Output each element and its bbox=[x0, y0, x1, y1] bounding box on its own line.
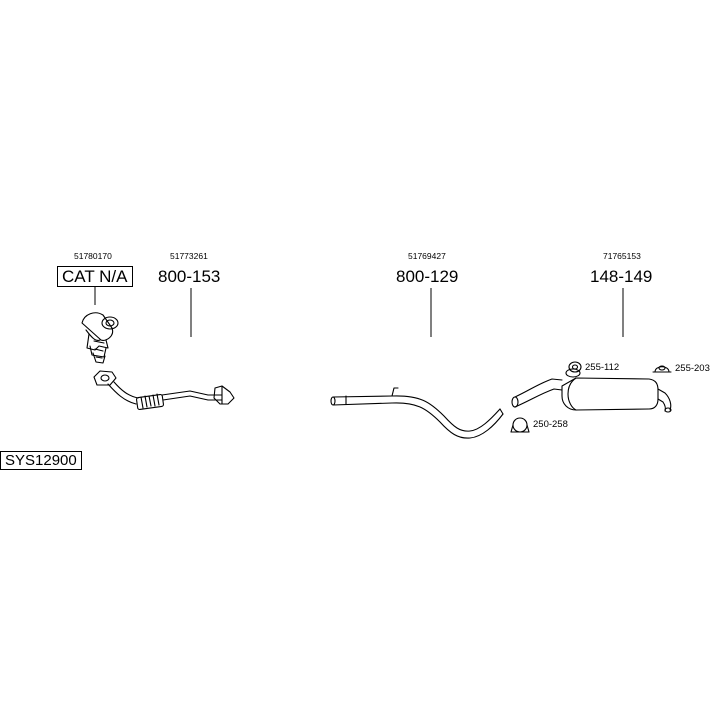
oem-number-middle-pipe: 51769427 bbox=[408, 251, 446, 261]
oem-number-front-pipe: 51773261 bbox=[170, 251, 208, 261]
oem-number-rear-silencer: 71765153 bbox=[603, 251, 641, 261]
part-label-front-pipe[interactable]: 800-153 bbox=[158, 267, 221, 286]
oem-number-catalyst: 51780170 bbox=[74, 251, 112, 261]
leader-lines bbox=[94, 287, 624, 337]
rear-silencer-drawing[interactable] bbox=[511, 368, 672, 413]
part-label-catalyst[interactable]: CAT N/A bbox=[57, 266, 133, 287]
front-pipe-drawing[interactable] bbox=[93, 370, 235, 411]
accessory-label-255-203[interactable]: 255-203 bbox=[675, 363, 710, 374]
accessory-label-255-112[interactable]: 255-112 bbox=[585, 362, 620, 373]
middle-pipe-drawing[interactable] bbox=[330, 387, 504, 439]
clamp-250-258-icon[interactable] bbox=[510, 417, 530, 433]
system-code: SYS12900 bbox=[0, 451, 82, 470]
catalyst-drawing[interactable] bbox=[81, 312, 119, 364]
part-label-middle-pipe[interactable]: 800-129 bbox=[396, 267, 459, 286]
rubber-mount-255-112-icon[interactable] bbox=[568, 361, 582, 373]
rubber-mount-255-203-icon[interactable] bbox=[652, 365, 672, 373]
accessory-label-250-258[interactable]: 250-258 bbox=[533, 419, 568, 430]
part-label-rear-silencer[interactable]: 148-149 bbox=[590, 267, 653, 286]
